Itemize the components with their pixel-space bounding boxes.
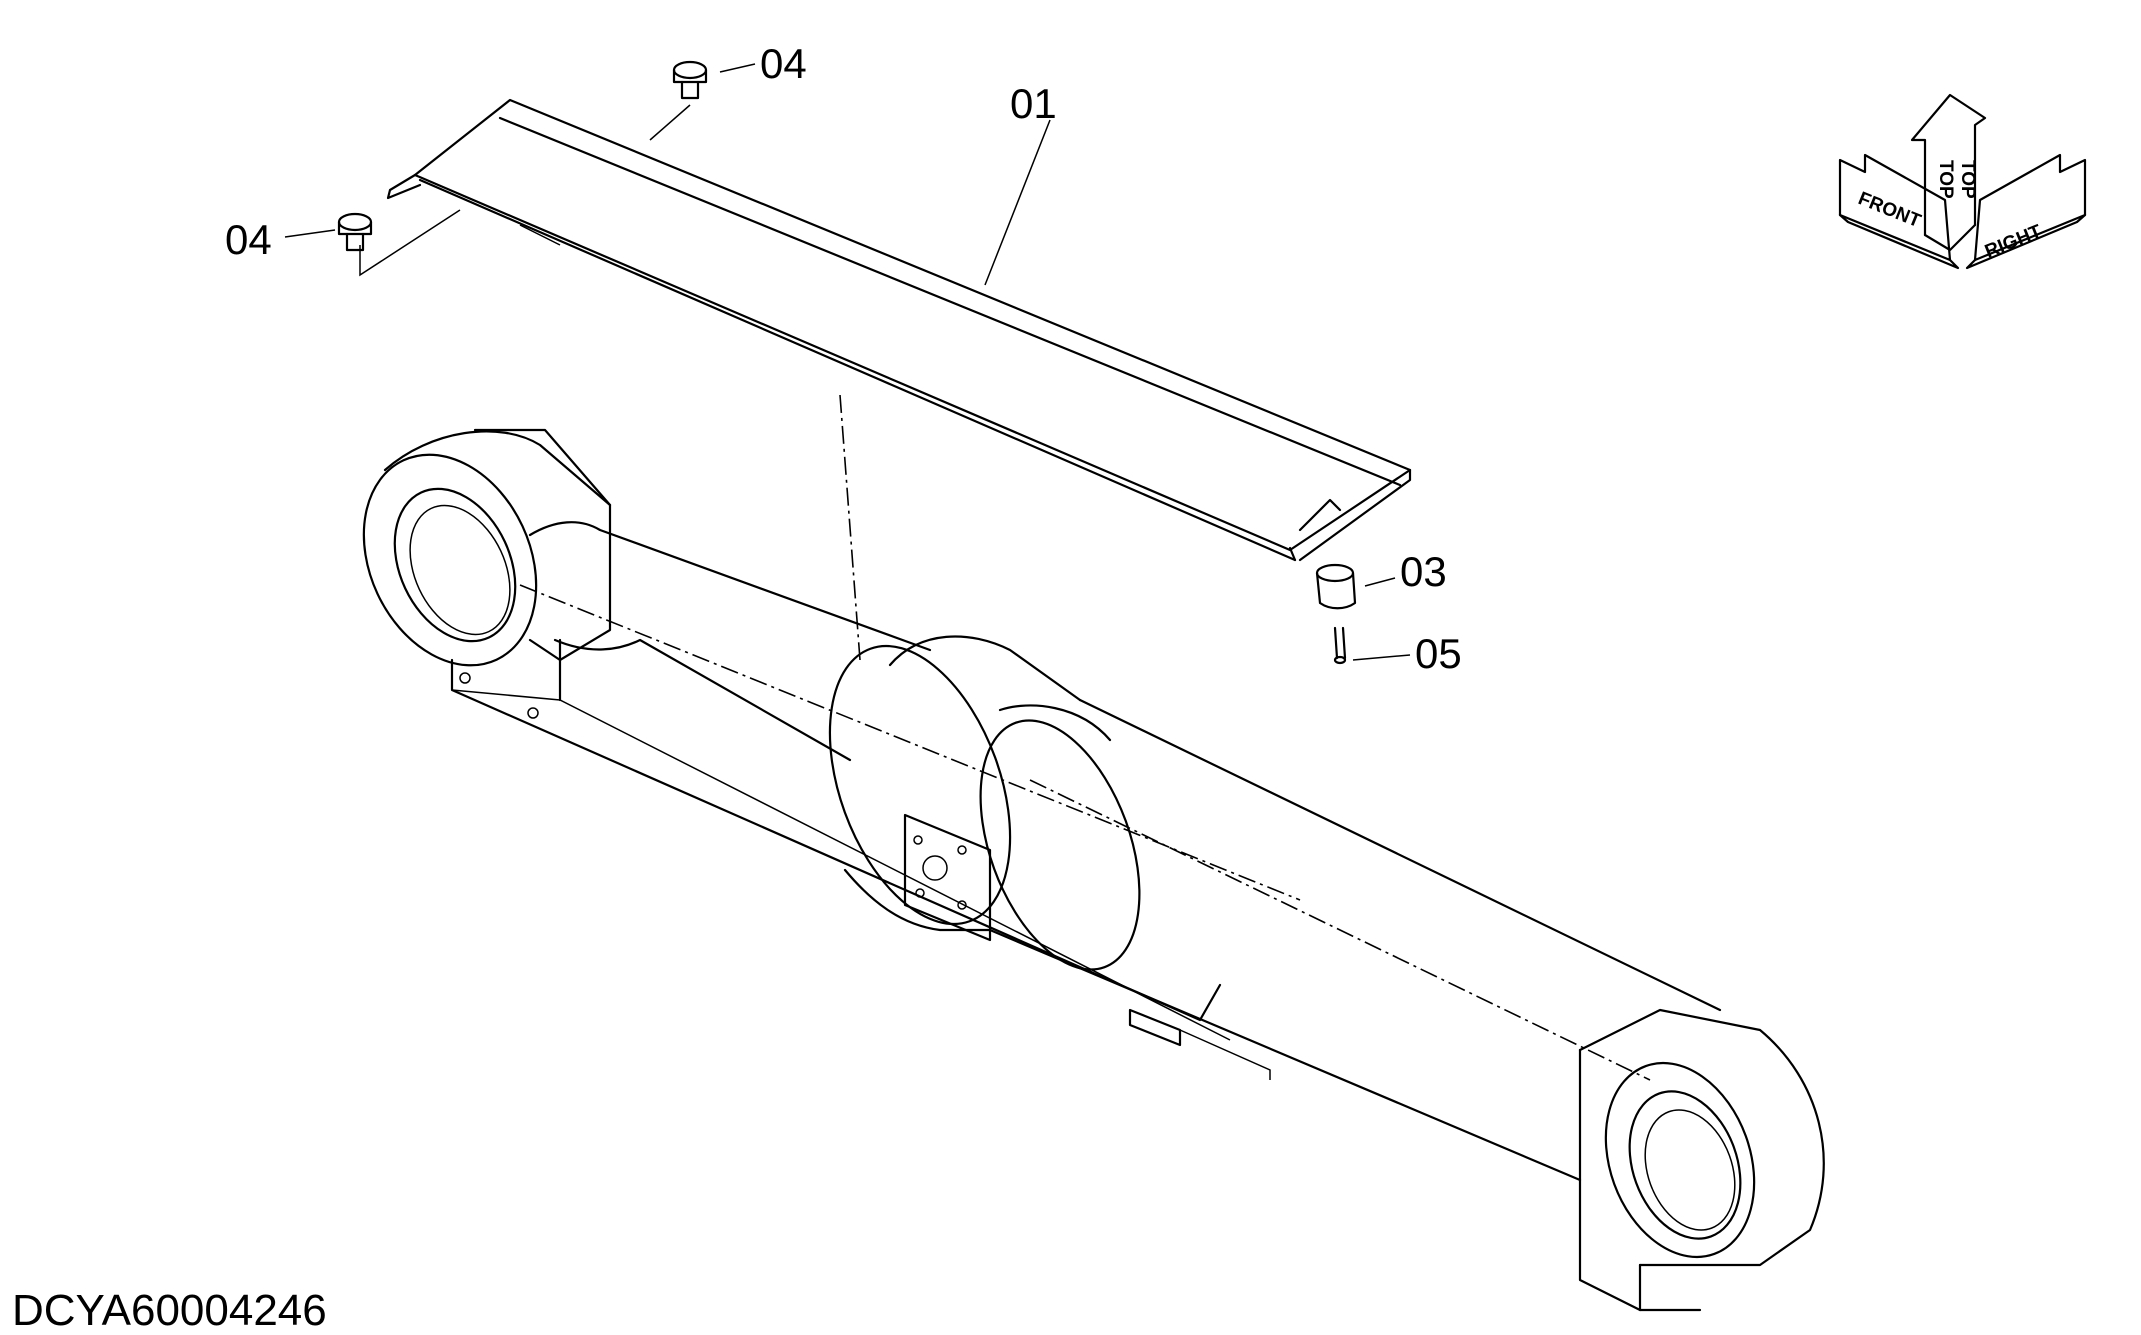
cylinder-cover (386, 98, 1412, 562)
part-label-04-lower: 04 (225, 216, 272, 263)
orientation-top-label-right: TOP (1957, 160, 1978, 199)
part-label-03: 03 (1400, 548, 1447, 595)
screw-05 (1333, 626, 1411, 665)
leader-01 (984, 119, 1051, 286)
orientation-indicator: FRONT RIGHT TOP TOP (1838, 93, 2087, 270)
part-label-04-upper: 04 (760, 40, 807, 87)
cushion-03 (1315, 563, 1396, 610)
part-label-05: 05 (1415, 630, 1462, 677)
hydraulic-cylinder (362, 428, 1825, 1312)
bolt-04-lower (284, 212, 373, 252)
orientation-top-label-left: TOP (1935, 160, 1956, 199)
part-label-01: 01 (1010, 80, 1057, 127)
orientation-right-label: RIGHT (1982, 221, 2045, 263)
bolt-04-upper (672, 60, 756, 100)
assembly-lines (359, 104, 861, 661)
document-id: DCYA60004246 (12, 1286, 327, 1335)
